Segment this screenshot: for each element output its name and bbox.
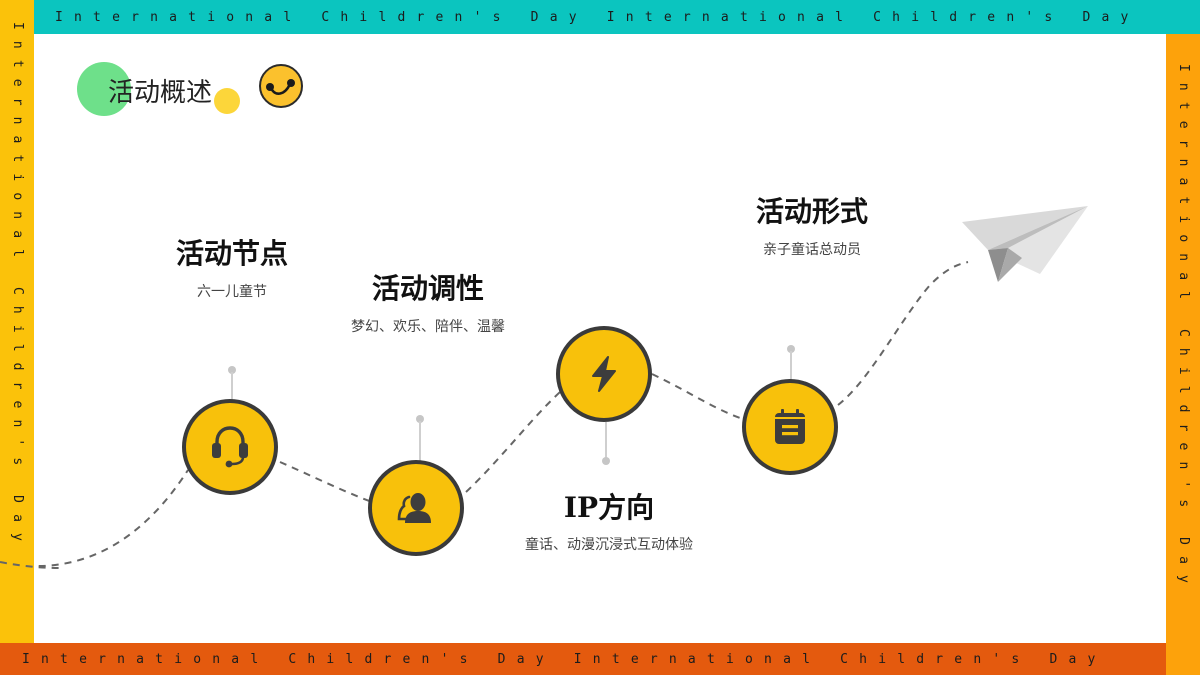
step-1-connector-stem: [231, 372, 233, 400]
bottom-banner-text: International Children's Day Internation…: [22, 651, 1107, 667]
lightning-icon: [592, 356, 616, 392]
step-2-description: 梦幻、欢乐、陪伴、温馨: [351, 319, 505, 335]
step-4-description: 亲子童话总动员: [763, 242, 861, 258]
left-border-banner: International Children's Day: [0, 0, 34, 643]
step-1-title: 活动节点: [175, 237, 289, 270]
step-4-title: 活动形式: [755, 195, 869, 228]
smiley-face-icon: [259, 64, 303, 108]
step-1-connector-dot: [228, 366, 236, 374]
step-3-description: 童话、动漫沉浸式互动体验: [525, 537, 693, 553]
step-1-node: [182, 399, 278, 495]
calendar-icon: [775, 409, 805, 444]
step-4-connector-stem: [790, 351, 792, 380]
green-circle-decoration: [77, 62, 131, 116]
headset-icon: [212, 426, 248, 468]
bottom-border-banner: International Children's Day Internation…: [0, 643, 1200, 675]
users-icon: [397, 493, 431, 523]
yellow-circle-decoration: [214, 88, 240, 114]
step-4-node: [742, 379, 838, 475]
top-banner-text: International Children's Day Internation…: [55, 9, 1140, 25]
step-3-connector-stem: [605, 422, 607, 458]
step-3-connector-dot: [602, 457, 610, 465]
step-2-node: [368, 460, 464, 556]
step-2-title: 活动调性: [371, 272, 485, 305]
right-border-banner: International Children's Day: [1166, 34, 1200, 675]
step-2-connector-dot: [416, 415, 424, 423]
timeline-dashed-path-overlay: [0, 561, 60, 569]
step-3-node: [556, 326, 652, 422]
step-3-title: IP方向: [563, 491, 655, 524]
step-2-connector-stem: [419, 421, 421, 461]
step-1-description: 六一儿童节: [197, 284, 267, 300]
page-title: 活动概述: [108, 78, 213, 108]
left-banner-text: International Children's Day: [10, 22, 25, 552]
right-banner-text: International Children's Day: [1176, 64, 1191, 594]
top-border-banner: International Children's Day Internation…: [0, 0, 1200, 34]
step-4-connector-dot: [787, 345, 795, 353]
paper-plane-icon: [962, 206, 1088, 282]
section-header: 活动概述: [76, 60, 316, 120]
